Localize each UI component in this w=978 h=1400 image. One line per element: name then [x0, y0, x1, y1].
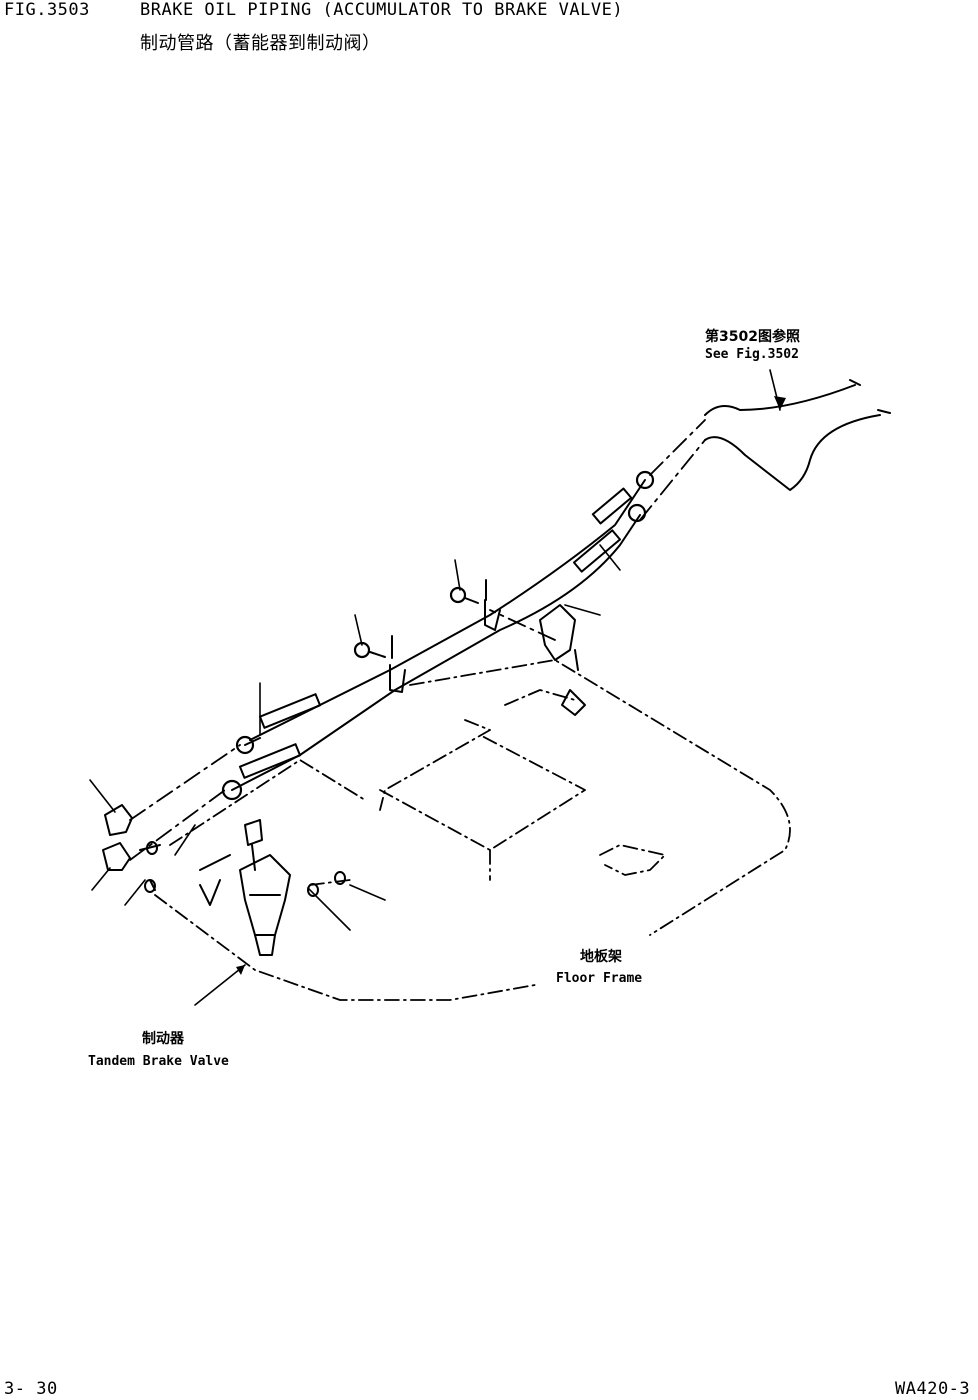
- brake-valve-label-chinese: 制动器: [142, 1031, 184, 1047]
- brake-valve-label-english: Tandem Brake Valve: [88, 1054, 229, 1069]
- pipe-clamp: [390, 600, 500, 692]
- elbow-connector-upper: [105, 805, 132, 835]
- pipe-centerlines: [130, 420, 705, 860]
- hose-to-fig3502-upper: [705, 380, 860, 415]
- floor-frame-label-chinese: 地板架: [580, 949, 622, 965]
- leader-lines: [90, 370, 780, 1005]
- protector-sleeve: [240, 489, 631, 778]
- figure-number: FIG.3503: [4, 0, 90, 20]
- tandem-brake-valve-body: [140, 820, 290, 955]
- floor-frame-outline: [155, 660, 790, 1000]
- see-fig-label-english: See Fig.3502: [705, 347, 799, 362]
- pipe-bracket: [540, 605, 585, 715]
- clamp-bolts: [370, 580, 486, 658]
- model-number: WA420-3: [895, 1379, 971, 1399]
- page-number: 3- 30: [4, 1379, 58, 1399]
- leader-arrowheads: [236, 396, 786, 975]
- figure-title-english: BRAKE OIL PIPING (ACCUMULATOR TO BRAKE V…: [140, 0, 624, 20]
- pipe-fitting-nuts: [223, 472, 653, 799]
- washers: [145, 842, 345, 896]
- brake-pipe-lower: [232, 515, 640, 790]
- floor-frame-label-english: Floor Frame: [556, 971, 643, 986]
- figure-title-chinese: 制动管路（蓄能器到制动阀）: [140, 33, 381, 54]
- hose-to-fig3502-lower: [705, 410, 890, 490]
- elbow-connector-lower: [103, 843, 130, 870]
- see-fig-label-chinese: 第3502图参照: [705, 329, 800, 345]
